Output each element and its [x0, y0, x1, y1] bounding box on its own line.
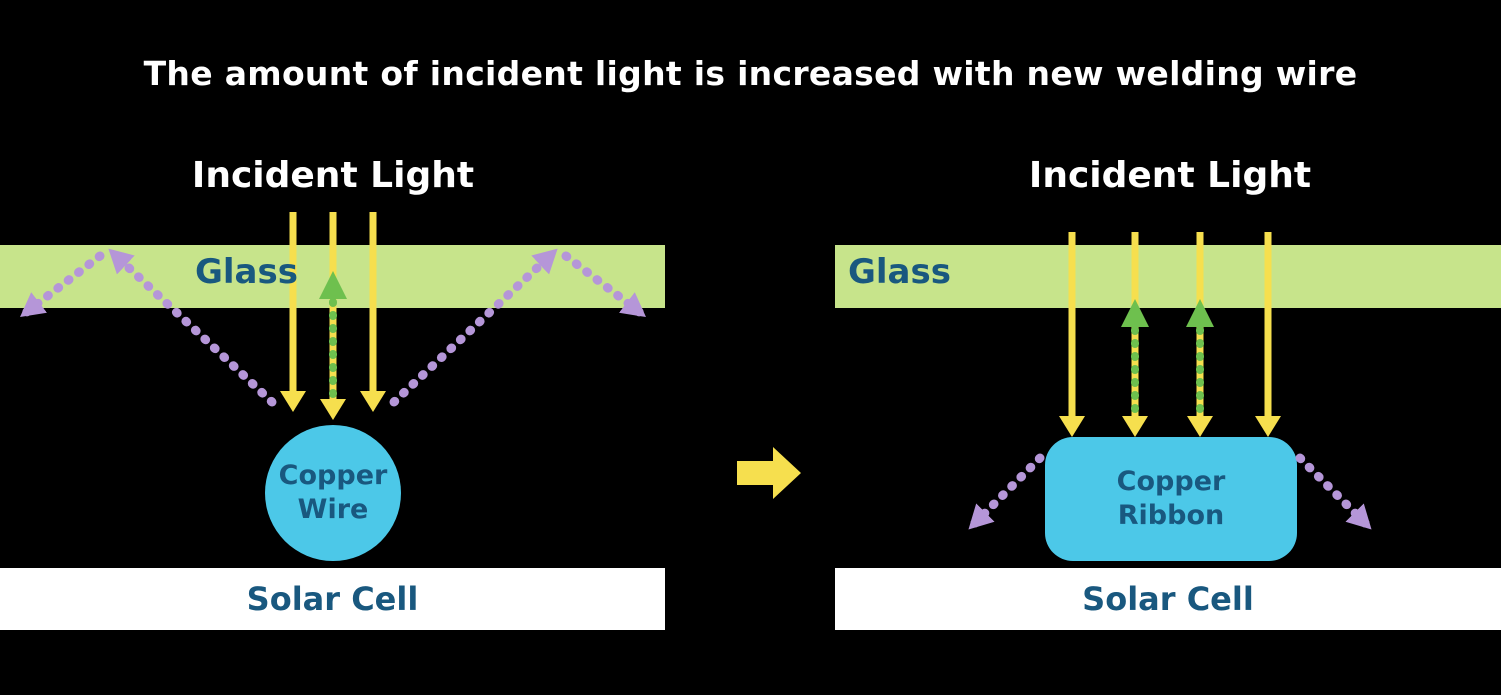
incident-arrowheads-left [280, 391, 386, 420]
solar-cell-label-left: Solar Cell [246, 580, 419, 618]
copper-wire-label-line2: Wire [297, 494, 369, 525]
incident-light-label-left: Incident Light [191, 155, 475, 196]
copper-wire-shape: Copper Wire [265, 425, 401, 561]
solar-cell-label-right: Solar Cell [1082, 580, 1254, 618]
glass-layer-left [0, 245, 665, 308]
copper-wire-label: Copper Wire [279, 459, 388, 527]
incident-arrowheads-right [1059, 416, 1281, 437]
glass-label-right: Glass [848, 252, 951, 292]
incident-light-label-right: Incident Light [1028, 155, 1312, 196]
glass-layer-right [835, 245, 1501, 308]
transition-arrow [737, 447, 801, 499]
copper-ribbon-label-line2: Ribbon [1117, 500, 1225, 531]
copper-ribbon-label-line1: Copper [1116, 466, 1226, 497]
copper-wire-label-line1: Copper [278, 460, 388, 491]
solar-cell-left: Solar Cell [0, 568, 665, 630]
solar-cell-right: Solar Cell [835, 568, 1501, 630]
copper-ribbon-shape: Copper Ribbon [1045, 437, 1297, 561]
glass-label-left: Glass [195, 252, 298, 292]
copper-ribbon-label: Copper Ribbon [1117, 465, 1226, 533]
reflected-arrows-right [1121, 299, 1214, 416]
diagram-title: The amount of incident light is increase… [143, 54, 1358, 93]
